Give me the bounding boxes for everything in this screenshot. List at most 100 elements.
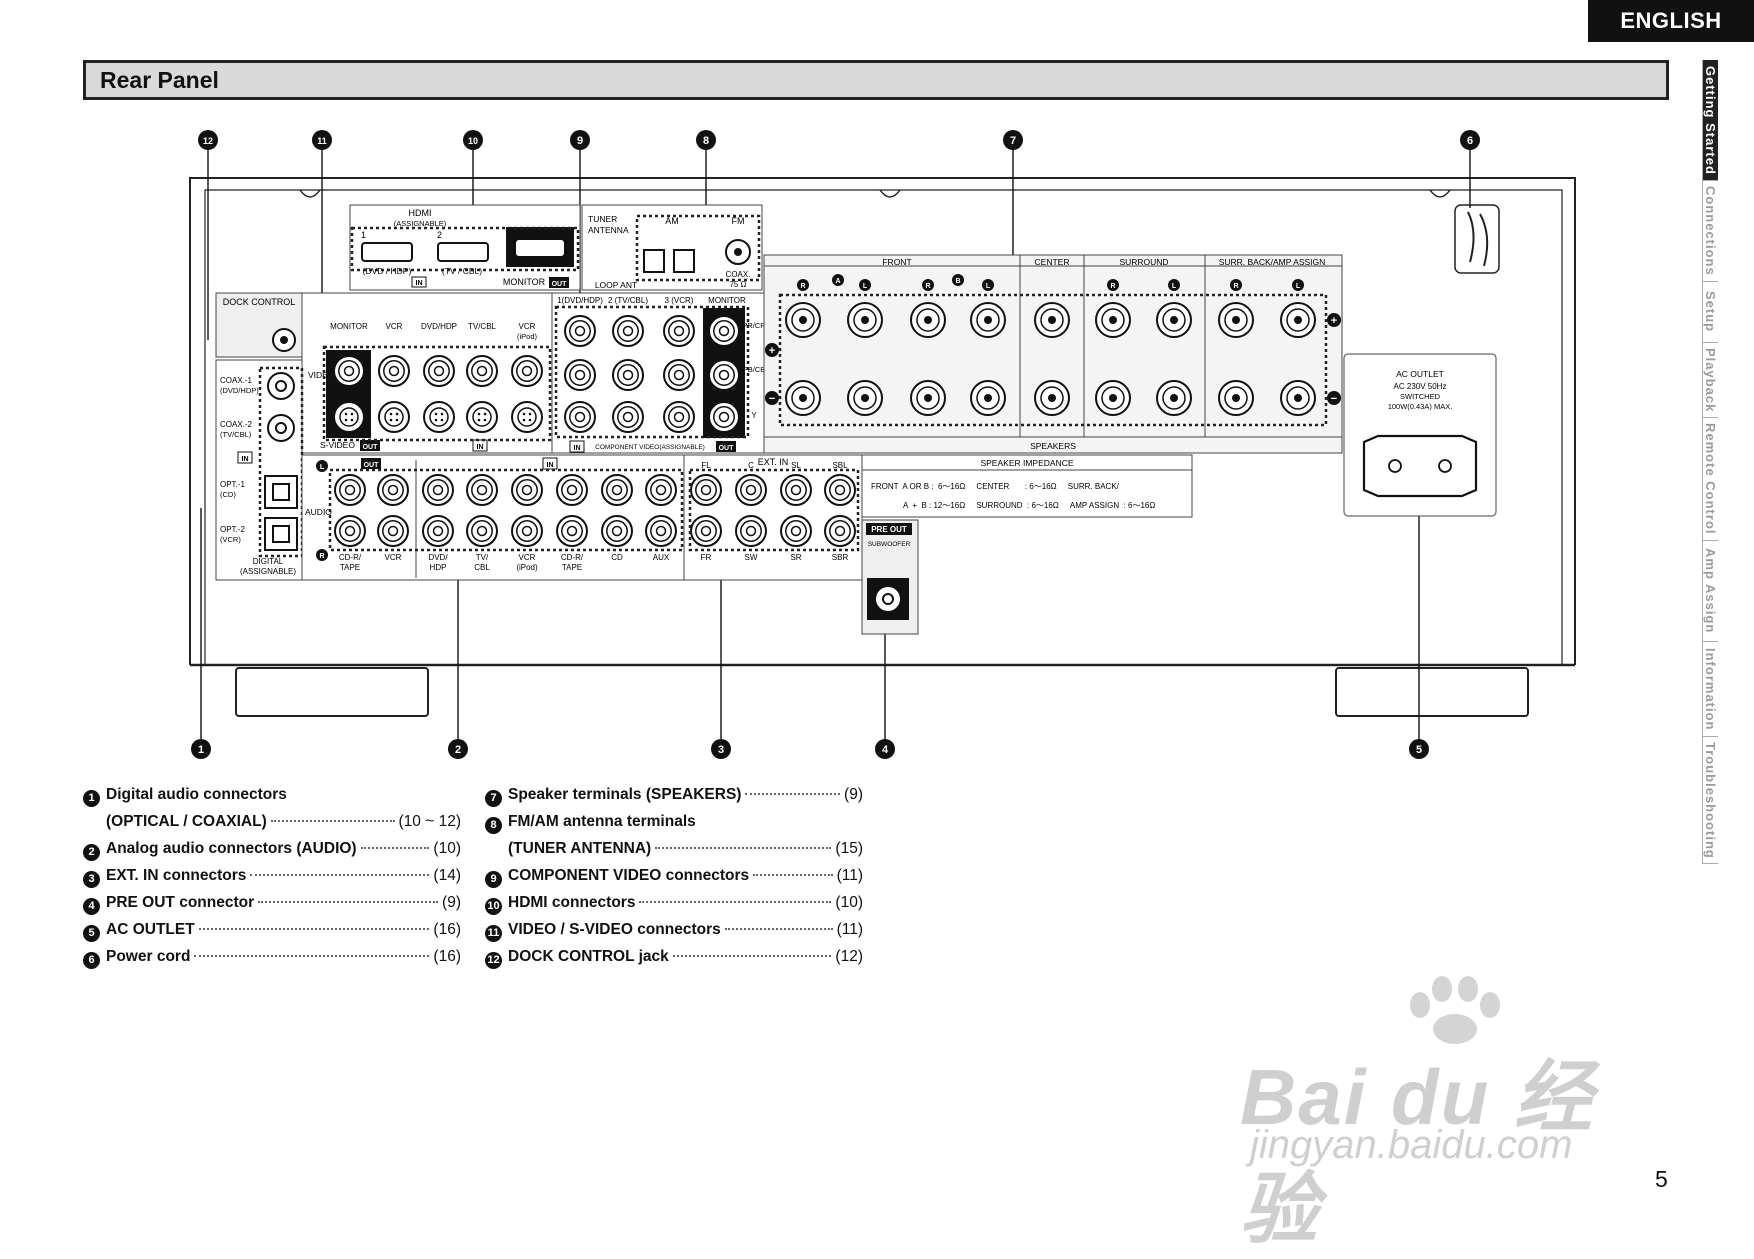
tuner-title-1: TUNER xyxy=(588,214,617,224)
section-title: Rear Panel xyxy=(83,60,1669,100)
side-tab-amp-assign[interactable]: Amp Assign xyxy=(1702,541,1718,642)
front-a-tag: A xyxy=(835,278,840,285)
video-col-dvd: DVD/HDP xyxy=(421,322,457,331)
side-tab-playback[interactable]: Playback xyxy=(1702,343,1718,418)
callout-marker-2 xyxy=(448,739,468,759)
speaker-tag-7: R xyxy=(1233,283,1238,290)
tuner-am-label: AM xyxy=(665,216,679,226)
callout-number-12: 12 xyxy=(203,136,213,146)
speakers-footer: SPEAKERS xyxy=(1030,441,1076,451)
hdmi-monitor-label: MONITOR xyxy=(503,277,546,287)
audio-col-label-0: CD-R/ xyxy=(339,553,362,562)
callout-marker-9 xyxy=(570,130,590,150)
component-footer: COMPONENT VIDEO(ASSIGNABLE) xyxy=(595,444,705,451)
side-tab-setup[interactable]: Setup xyxy=(1702,282,1718,343)
legend-label-digital-audio: Digital audio connectors xyxy=(106,786,287,803)
speaker-tag-8: L xyxy=(1296,283,1301,290)
audio-col-label-6: CD xyxy=(611,553,623,562)
ext-in-title: EXT. IN xyxy=(758,457,789,467)
speaker-group-surr-back: SURR. BACK/AMP ASSIGN xyxy=(1219,257,1326,267)
component-col-3: 3 (VCR) xyxy=(665,296,694,305)
ext-in-top-label-2: SL xyxy=(791,461,801,470)
side-tab-information[interactable]: Information xyxy=(1702,642,1718,737)
svg-text:−: − xyxy=(1331,393,1337,405)
legend-page-pre-out: (9) xyxy=(442,894,461,911)
audio-r-tag: R xyxy=(319,553,324,560)
speaker-group-surround: SURROUND xyxy=(1119,257,1168,267)
callout-number-11: 11 xyxy=(317,136,327,146)
pre-out-panel: PRE OUT SUBWOOFER xyxy=(861,519,919,635)
callout-number-5: 5 xyxy=(1416,744,1422,756)
side-tab-getting-started[interactable]: Getting Started xyxy=(1702,60,1718,181)
legend-page-speakers: (9) xyxy=(844,786,863,803)
legend-page-video: (11) xyxy=(836,921,863,938)
callout-marker-8 xyxy=(696,130,716,150)
callout-marker-7 xyxy=(1003,130,1023,150)
video-in-tag: IN xyxy=(477,444,484,451)
callout-number-8: 8 xyxy=(703,135,709,147)
hdmi-title: HDMI xyxy=(409,208,432,218)
legend-label-analog-audio: Analog audio connectors (AUDIO) xyxy=(106,840,357,857)
digital-footer-2: (ASSIGNABLE) xyxy=(240,567,296,576)
ext-in-top-label-3: SBL xyxy=(832,461,848,470)
legend-num-11: 11 xyxy=(485,924,502,942)
coax1-sub: (DVD/HDP) xyxy=(220,386,259,395)
audio-col-label-3: TV/ xyxy=(476,553,489,562)
component-in-tag: IN xyxy=(574,445,581,452)
tuner-antenna-panel: TUNER ANTENNA AM FM LOOP ANT COAX. 75 Ω xyxy=(581,204,763,291)
hdmi-out-tag: OUT xyxy=(552,281,568,288)
side-tab-connections[interactable]: Connections xyxy=(1702,181,1718,282)
legend-label-pre-out: PRE OUT connector xyxy=(106,894,255,911)
callout-number-4: 4 xyxy=(882,744,889,756)
side-tab-remote-control[interactable]: Remote Control xyxy=(1702,418,1718,541)
svg-text:+: + xyxy=(1331,315,1337,327)
opt1-sub: (CD) xyxy=(220,490,236,499)
opt1-label: OPT.-1 xyxy=(220,480,245,489)
coax2-label: COAX.-2 xyxy=(220,420,253,429)
callout-marker-3 xyxy=(711,739,731,759)
legend-num-9: 9 xyxy=(485,870,502,888)
hdmi-in2-port xyxy=(437,242,489,262)
front-b-tag: B xyxy=(955,278,960,285)
hdmi-in1-num: 1 xyxy=(361,230,366,240)
ext-in-top-label-0: FL xyxy=(701,461,711,470)
coax1-label: COAX.-1 xyxy=(220,376,253,385)
svg-text:+: + xyxy=(769,345,775,357)
power-cord xyxy=(1467,211,1489,267)
audio-col-label-7: AUX xyxy=(653,553,670,562)
audio-col-label-2: DVD/ xyxy=(428,553,448,562)
legend-page-hdmi: (10) xyxy=(835,894,863,911)
component-out-tag: OUT xyxy=(719,445,735,452)
callout-marker-5 xyxy=(1409,739,1429,759)
am-terminal-left xyxy=(643,249,665,273)
ac-outlet-line4: 100W(0.43A) MAX. xyxy=(1388,402,1453,411)
callout-marker-6 xyxy=(1460,130,1480,150)
speaker-group-center: CENTER xyxy=(1035,257,1070,267)
audio-in-tag: IN xyxy=(547,462,554,469)
speaker-group-front: FRONT xyxy=(882,257,911,267)
callout-marker-10 xyxy=(463,130,483,150)
ext-in-bottom-label-0: FR xyxy=(701,553,712,562)
impedance-line-2: A + B : 12～16Ω SURROUND : 6～16Ω AMP ASSI… xyxy=(903,501,1155,510)
ext-in-bottom-label-3: SBR xyxy=(832,553,849,562)
legend-label-dock: DOCK CONTROL jack xyxy=(508,948,669,965)
ac-outlet-line2: AC 230V 50Hz xyxy=(1394,382,1447,391)
audio-col-label-1: VCR xyxy=(385,553,402,562)
legend-page-dock: (12) xyxy=(835,948,863,965)
legend-label-ext-in: EXT. IN connectors xyxy=(106,867,247,884)
language-badge: ENGLISH xyxy=(1588,0,1754,42)
tuner-title-2: ANTENNA xyxy=(588,225,629,235)
speaker-tag-1: L xyxy=(863,283,868,290)
side-tabs: Getting Started Connections Setup Playba… xyxy=(1702,60,1754,864)
ac-outlet-line3: SWITCHED xyxy=(1400,392,1441,401)
video-col-monitor: MONITOR xyxy=(330,322,368,331)
audio-col-label-5: CD-R/ xyxy=(561,553,584,562)
side-tab-troubleshooting[interactable]: Troubleshooting xyxy=(1702,737,1718,864)
callout-marker-4 xyxy=(875,739,895,759)
opt2-sub: (VCR) xyxy=(220,535,241,544)
speaker-tag-2: R xyxy=(925,283,930,290)
video-col-vcr2: VCR xyxy=(519,322,536,331)
legend-num-3: 3 xyxy=(83,870,100,888)
